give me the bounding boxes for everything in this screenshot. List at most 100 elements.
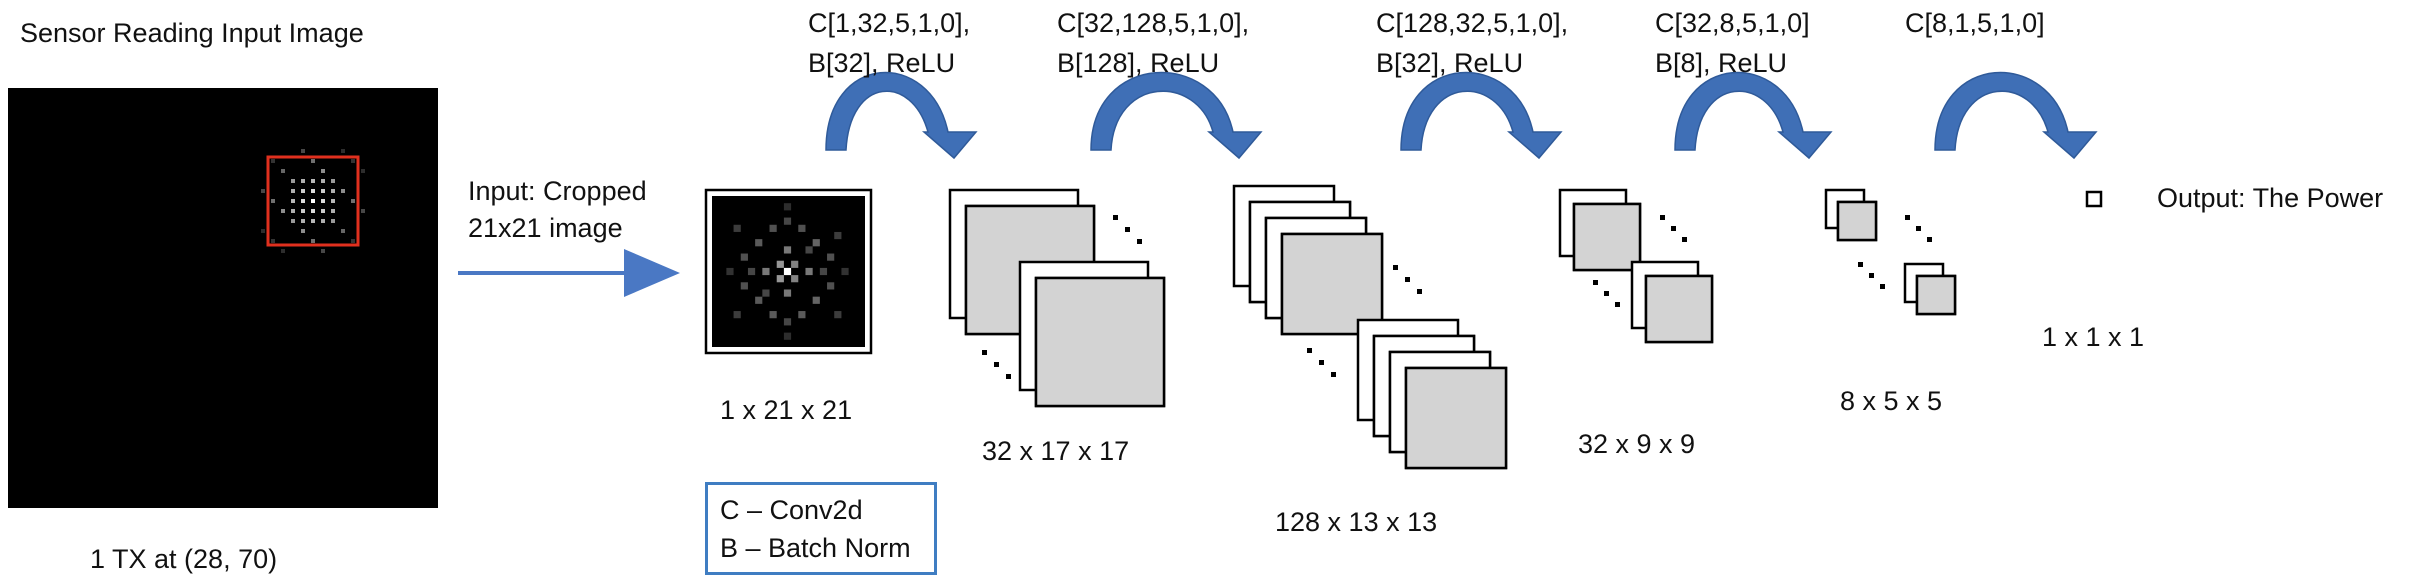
curved-arrow-icon xyxy=(1674,71,1833,160)
crop-dot xyxy=(769,311,777,319)
ellipsis-dots-icon xyxy=(1593,280,1598,285)
ellipsis-dots-icon xyxy=(1869,273,1874,278)
input-arrow-label-line1: Input: Cropped xyxy=(468,176,647,206)
ellipsis-dots-icon xyxy=(1405,277,1410,282)
signal-dot xyxy=(311,239,315,243)
feature-map-8x5 xyxy=(1836,200,1878,242)
ellipsis-dots-icon xyxy=(1137,239,1142,244)
ellipsis-dots-icon xyxy=(1006,374,1011,379)
curved-arrows xyxy=(825,71,2098,160)
curved-arrow-icon xyxy=(1400,71,1563,160)
signal-dot xyxy=(361,209,365,213)
signal-dot xyxy=(281,209,285,213)
ellipsis-dots-icon xyxy=(1905,215,1910,220)
input-arrow-label-line2: 21x21 image xyxy=(468,213,623,243)
crop-dot xyxy=(755,239,763,247)
legend-batch-norm: B – Batch Norm xyxy=(720,533,911,563)
crop-dot xyxy=(783,267,792,276)
feature-map-32x17 xyxy=(1034,276,1166,408)
ellipsis-dots-icon xyxy=(1660,215,1665,220)
layer-1-op-line2: B[32], ReLU xyxy=(808,48,956,78)
signal-dot xyxy=(321,189,325,193)
shape-label-4: 32 x 9 x 9 xyxy=(1578,429,1696,459)
crop-dot xyxy=(827,253,835,261)
ellipsis-dots-icon xyxy=(1113,215,1118,220)
legend-conv: C – Conv2d xyxy=(720,495,863,525)
signal-dot xyxy=(291,209,295,213)
crop-dot xyxy=(798,311,806,319)
sensor-signal-dots xyxy=(261,149,365,253)
signal-dot xyxy=(301,189,305,193)
ellipsis-dots-icon xyxy=(1319,360,1324,365)
crop-dot xyxy=(805,246,813,254)
output-label: Output: The Power xyxy=(2157,183,2384,213)
signal-dot xyxy=(301,209,305,213)
crop-dot xyxy=(834,311,842,319)
layer-4-op-line1: C[32,8,5,1,0] xyxy=(1655,8,1810,38)
signal-dot xyxy=(291,189,295,193)
crop-dot xyxy=(791,260,799,268)
layer-2-op-line1: C[32,128,5,1,0], xyxy=(1057,8,1250,38)
signal-dot xyxy=(311,209,315,213)
signal-dot xyxy=(261,229,265,233)
signal-dot xyxy=(341,229,345,233)
curved-arrow-icon xyxy=(1934,71,2098,160)
ellipsis-dots-icon xyxy=(1682,237,1687,242)
signal-dot xyxy=(301,229,305,233)
curved-arrow-icon xyxy=(825,71,978,160)
ellipsis-dots-icon xyxy=(1307,348,1312,353)
ellipsis-dots-icon xyxy=(1125,227,1130,232)
crop-dot xyxy=(805,267,813,276)
crop-dot xyxy=(783,332,792,340)
cropped-signal-dots xyxy=(726,203,849,340)
ellipsis-dots xyxy=(982,215,1932,379)
output-square xyxy=(2085,190,2103,208)
crop-dot xyxy=(726,267,734,276)
ellipsis-dots-icon xyxy=(1615,302,1620,307)
crop-dot xyxy=(812,239,820,247)
crop-dot xyxy=(769,224,777,232)
signal-dot xyxy=(311,159,315,163)
feature-map-32x9 xyxy=(1644,274,1714,344)
signal-dot xyxy=(321,179,325,183)
crop-dot xyxy=(783,289,792,297)
signal-dot xyxy=(351,239,355,243)
crop-dot xyxy=(762,267,770,276)
feature-map-128x13 xyxy=(1404,366,1508,470)
signal-dot xyxy=(301,149,305,153)
crop-dot xyxy=(776,260,784,268)
ellipsis-dots-icon xyxy=(1927,237,1932,242)
ellipsis-dots-icon xyxy=(1393,265,1398,270)
ellipsis-dots-icon xyxy=(994,362,999,367)
crop-dot xyxy=(783,318,792,326)
signal-dot xyxy=(311,219,315,223)
shape-label-1: 1 x 21 x 21 xyxy=(720,395,853,425)
output-shape-label: 1 x 1 x 1 xyxy=(2042,322,2145,352)
crop-dot xyxy=(783,203,792,211)
signal-dot xyxy=(301,179,305,183)
feature-map-8x5 xyxy=(1915,274,1957,316)
sensor-input-image xyxy=(8,88,438,508)
ellipsis-dots-icon xyxy=(1671,226,1676,231)
signal-dot xyxy=(331,189,335,193)
layer-4-op-line2: B[8], ReLU xyxy=(1655,48,1788,78)
signal-dot xyxy=(341,189,345,193)
layer-1-op-line1: C[1,32,5,1,0], xyxy=(808,8,971,38)
feature-map-stacks xyxy=(948,184,1957,470)
curved-arrow-icon xyxy=(1090,71,1263,160)
signal-dot xyxy=(321,169,325,173)
ellipsis-dots-icon xyxy=(1916,226,1921,231)
crop-dot xyxy=(819,267,828,276)
crop-region-box xyxy=(266,155,360,247)
signal-dot xyxy=(331,199,335,203)
signal-dot xyxy=(291,219,295,223)
ellipsis-dots-icon xyxy=(982,350,987,355)
shape-label-2: 32 x 17 x 17 xyxy=(982,436,1130,466)
layer-5-op-line1: C[8,1,5,1,0] xyxy=(1905,8,2045,38)
crop-dot xyxy=(755,296,763,304)
crop-dot xyxy=(834,231,842,240)
feature-map-32x9 xyxy=(1572,202,1642,272)
layer-3-op-line2: B[32], ReLU xyxy=(1376,48,1524,78)
